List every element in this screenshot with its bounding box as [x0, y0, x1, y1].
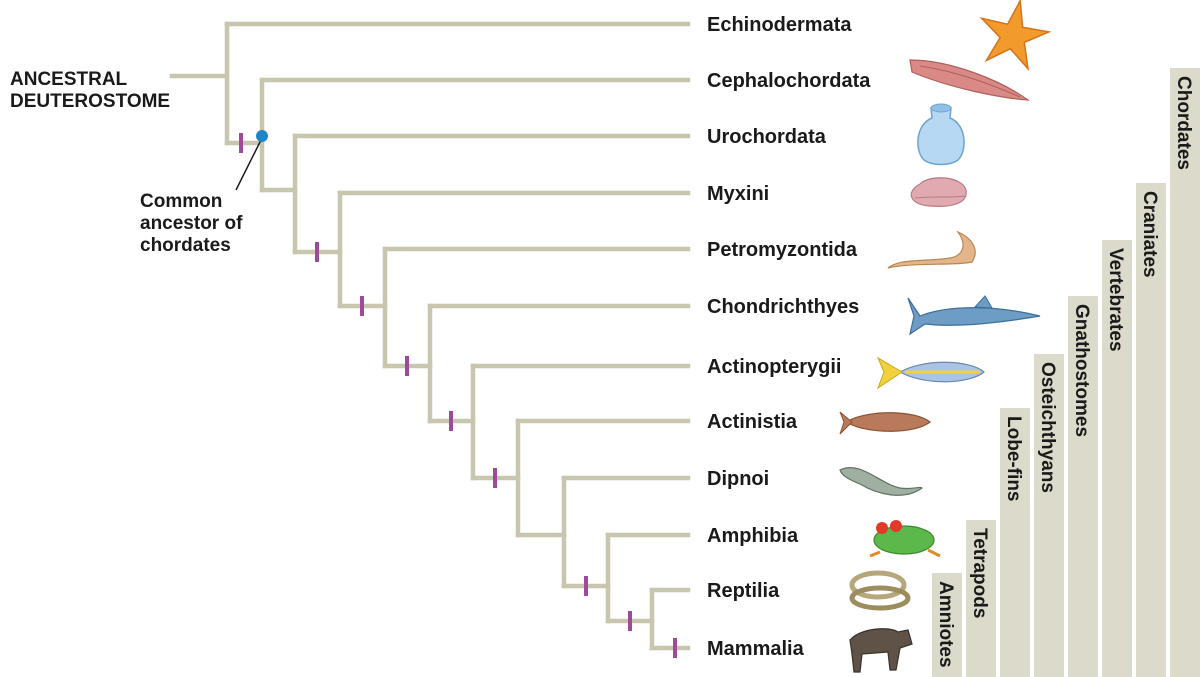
- root-label-line-1: ANCESTRAL: [10, 69, 128, 90]
- group-label-gnathostomes: Gnathostomes: [1071, 304, 1092, 437]
- frog-illustration: [870, 520, 940, 556]
- taxon-label-amphibia: Amphibia: [707, 525, 799, 547]
- group-label-amniotes: Amniotes: [935, 581, 956, 668]
- lamprey-illustration: [888, 232, 975, 268]
- group-label-lobe-fins: Lobe-fins: [1003, 416, 1024, 502]
- wildebeest-illustration: [850, 629, 912, 672]
- taxon-label-myxini: Myxini: [707, 183, 769, 205]
- lancelet-illustration: [910, 60, 1028, 100]
- common-ancestor-dot: [256, 130, 268, 142]
- taxon-label-dipnoi: Dipnoi: [707, 468, 769, 490]
- taxon-label-chondrichthyes: Chondrichthyes: [707, 296, 859, 318]
- taxon-label-cephalochordata: Cephalochordata: [707, 70, 871, 92]
- common-ancestor-label-line-3: chordates: [140, 235, 231, 256]
- tunicate-illustration: [918, 104, 964, 165]
- group-label-tetrapods: Tetrapods: [969, 528, 990, 618]
- taxon-label-echinodermata: Echinodermata: [707, 14, 852, 36]
- common-ancestor-label-line-1: Common: [140, 191, 222, 212]
- taxon-label-actinistia: Actinistia: [707, 411, 798, 433]
- group-label-osteichthyans: Osteichthyans: [1037, 362, 1058, 493]
- ray-finned-fish-illustration: [878, 358, 984, 388]
- hagfish-illustration: [911, 178, 966, 207]
- taxon-label-mammalia: Mammalia: [707, 638, 805, 660]
- shark-illustration: [908, 296, 1040, 334]
- sea-star-illustration: [982, 1, 1049, 69]
- taxon-label-petromyzontida: Petromyzontida: [707, 239, 858, 261]
- snake-illustration: [852, 573, 908, 608]
- taxon-label-actinopterygii: Actinopterygii: [707, 356, 841, 378]
- group-label-chordates: Chordates: [1173, 76, 1194, 170]
- coelacanth-illustration: [840, 412, 930, 434]
- taxon-label-reptilia: Reptilia: [707, 580, 780, 602]
- group-label-vertebrates: Vertebrates: [1105, 248, 1126, 352]
- group-label-craniates: Craniates: [1139, 191, 1160, 278]
- root-label-line-2: DEUTEROSTOME: [10, 91, 170, 112]
- common-ancestor-label-line-2: ancestor of: [140, 213, 243, 234]
- lungfish-illustration: [840, 468, 922, 496]
- taxon-label-urochordata: Urochordata: [707, 126, 827, 148]
